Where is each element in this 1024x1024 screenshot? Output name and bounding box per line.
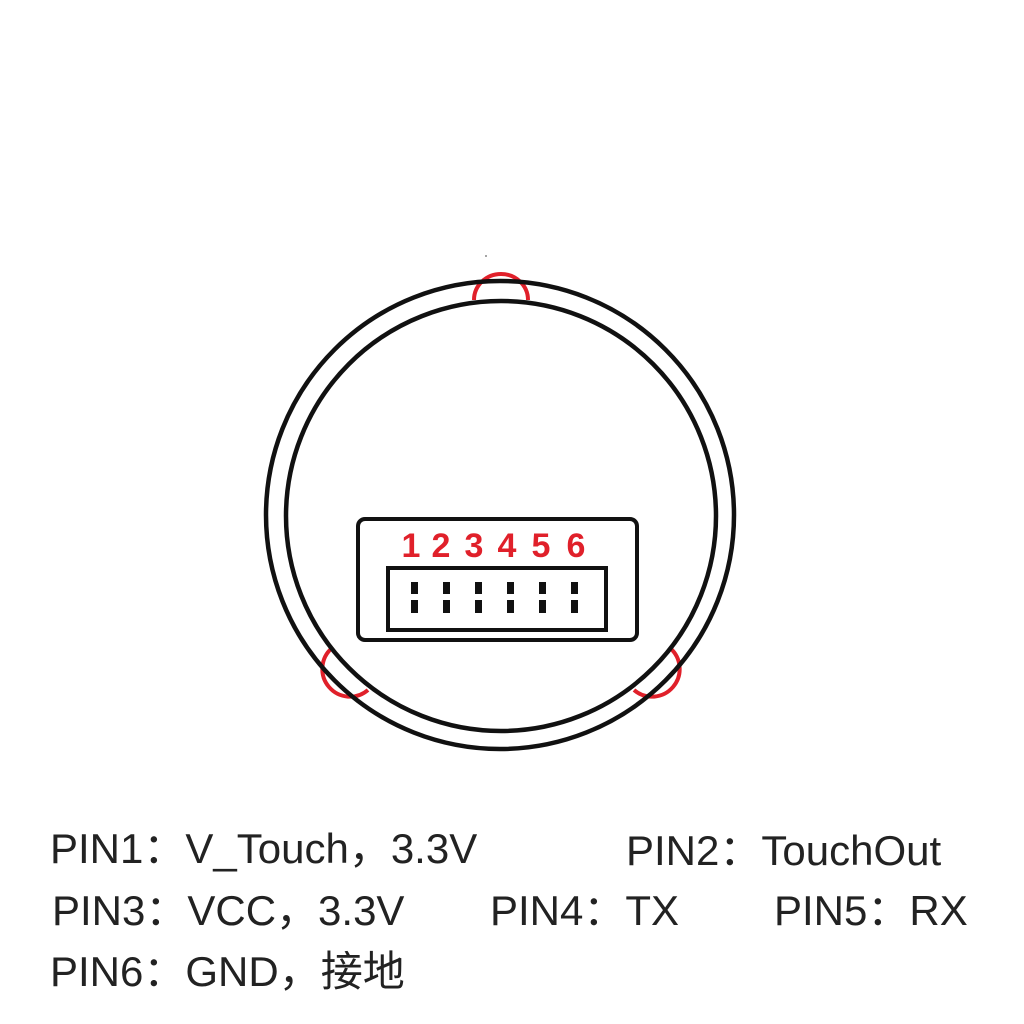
speck [485,255,487,257]
pin-number-4: 4 [498,527,517,565]
legend-pin5: PIN5：RX [774,887,968,934]
pin-2 [443,582,450,613]
connector-housing [356,517,639,642]
legend-pin4: PIN4：TX [490,887,680,934]
locating-tabs [320,272,682,699]
pin-number-3: 3 [465,527,484,565]
pin-number-1: 1 [402,527,421,565]
pin-3 [475,582,482,613]
legend-pin1: PIN1：V_Touch，3.3V [50,825,478,872]
outer-ring [263,278,737,752]
pin-1 [411,582,418,613]
pin-number-5: 5 [532,527,551,565]
bottom-left-tab-icon [320,646,370,699]
legend-pin3: PIN3：VCC，3.3V [52,887,405,934]
top-tab-icon [472,272,530,301]
pin-5 [539,582,546,613]
legend-pin2: PIN2：TouchOut [626,827,942,874]
pins [411,582,578,613]
pin-numbers: 1 2 3 4 5 6 [402,527,586,565]
pin-4 [507,582,514,613]
legend-pin6: PIN6：GND，接地 [50,948,405,995]
inner-ring [283,298,719,734]
pin-number-6: 6 [567,527,586,565]
bottom-right-tab-icon [632,646,682,699]
connector-socket [386,566,608,632]
pin-number-2: 2 [432,527,451,565]
pin-6 [571,582,578,613]
